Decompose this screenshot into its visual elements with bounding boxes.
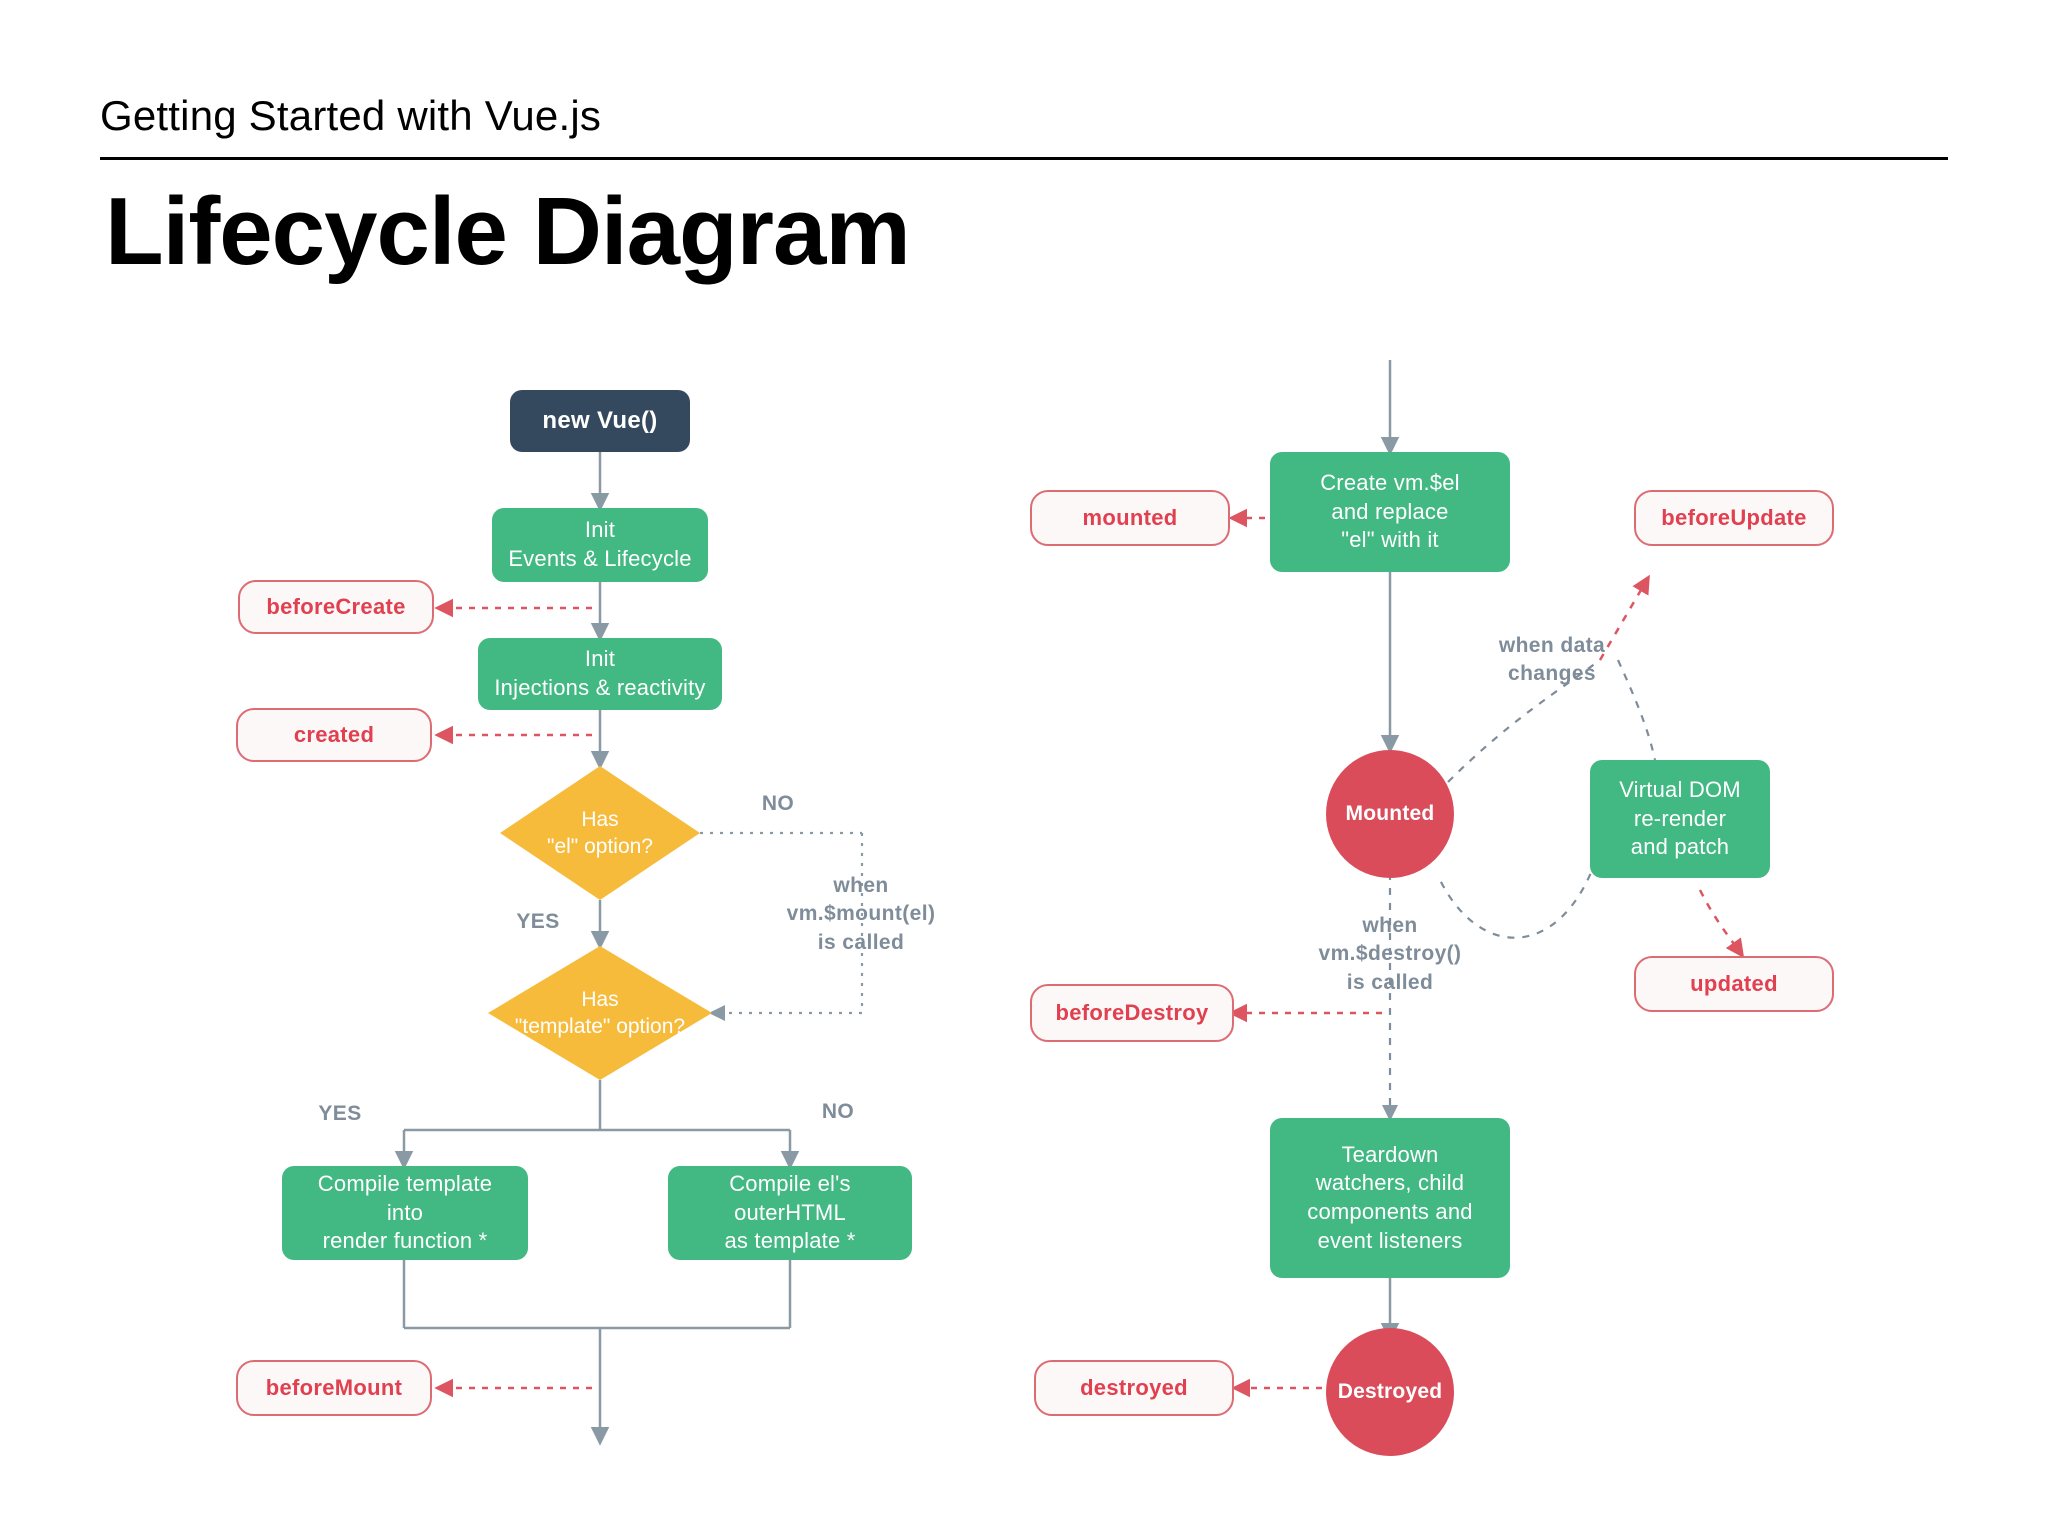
hook-before-update-label: beforeUpdate bbox=[1661, 505, 1807, 530]
edge-label-no-el: NO bbox=[761, 792, 795, 815]
node-mounted-state-label: Mounted bbox=[1345, 802, 1435, 825]
edge-label-yes-template: YES bbox=[318, 1102, 362, 1125]
hook-created[interactable]: created bbox=[236, 708, 432, 762]
node-has-el-option[interactable]: Has"el" option? bbox=[500, 766, 700, 900]
hook-updated-label: updated bbox=[1690, 971, 1778, 996]
header-divider bbox=[100, 157, 1948, 160]
hook-created-label: created bbox=[293, 722, 375, 747]
node-destroyed-state-label: Destroyed bbox=[1337, 1380, 1443, 1403]
hook-destroyed-label: destroyed bbox=[1080, 1375, 1188, 1400]
hook-updated[interactable]: updated bbox=[1634, 956, 1834, 1012]
node-has-template-option[interactable]: Has"template" option? bbox=[488, 946, 712, 1080]
hook-before-destroy-label: beforeDestroy bbox=[1055, 1000, 1209, 1025]
hook-before-update[interactable]: beforeUpdate bbox=[1634, 490, 1834, 546]
node-has-template-option-label: Has"template" option? bbox=[514, 987, 686, 1038]
node-has-el-option-label: Has"el" option? bbox=[547, 807, 653, 858]
slide-kicker: Getting Started with Vue.js bbox=[100, 92, 602, 139]
node-new-vue-label: new Vue() bbox=[542, 407, 658, 434]
hook-before-create-label: beforeCreate bbox=[266, 594, 406, 619]
node-new-vue[interactable]: new Vue() bbox=[510, 390, 690, 452]
hook-mounted[interactable]: mounted bbox=[1030, 490, 1230, 546]
hook-before-create[interactable]: beforeCreate bbox=[238, 580, 434, 634]
hook-before-mount-label: beforeMount bbox=[265, 1375, 403, 1400]
diagram-edges bbox=[394, 360, 1745, 1446]
page-title: Lifecycle Diagram bbox=[105, 178, 911, 285]
edge-label-yes-el: YES bbox=[516, 910, 560, 933]
hook-mounted-label: mounted bbox=[1082, 505, 1178, 530]
hook-before-mount[interactable]: beforeMount bbox=[236, 1360, 432, 1416]
node-mounted-state[interactable]: Mounted bbox=[1326, 750, 1454, 878]
edge-label-no-template: NO bbox=[821, 1100, 855, 1123]
slide-header: Getting Started with Vue.js bbox=[100, 95, 1948, 160]
hook-destroyed[interactable]: destroyed bbox=[1034, 1360, 1234, 1416]
node-destroyed-state[interactable]: Destroyed bbox=[1326, 1328, 1454, 1456]
hook-before-destroy[interactable]: beforeDestroy bbox=[1030, 984, 1234, 1042]
